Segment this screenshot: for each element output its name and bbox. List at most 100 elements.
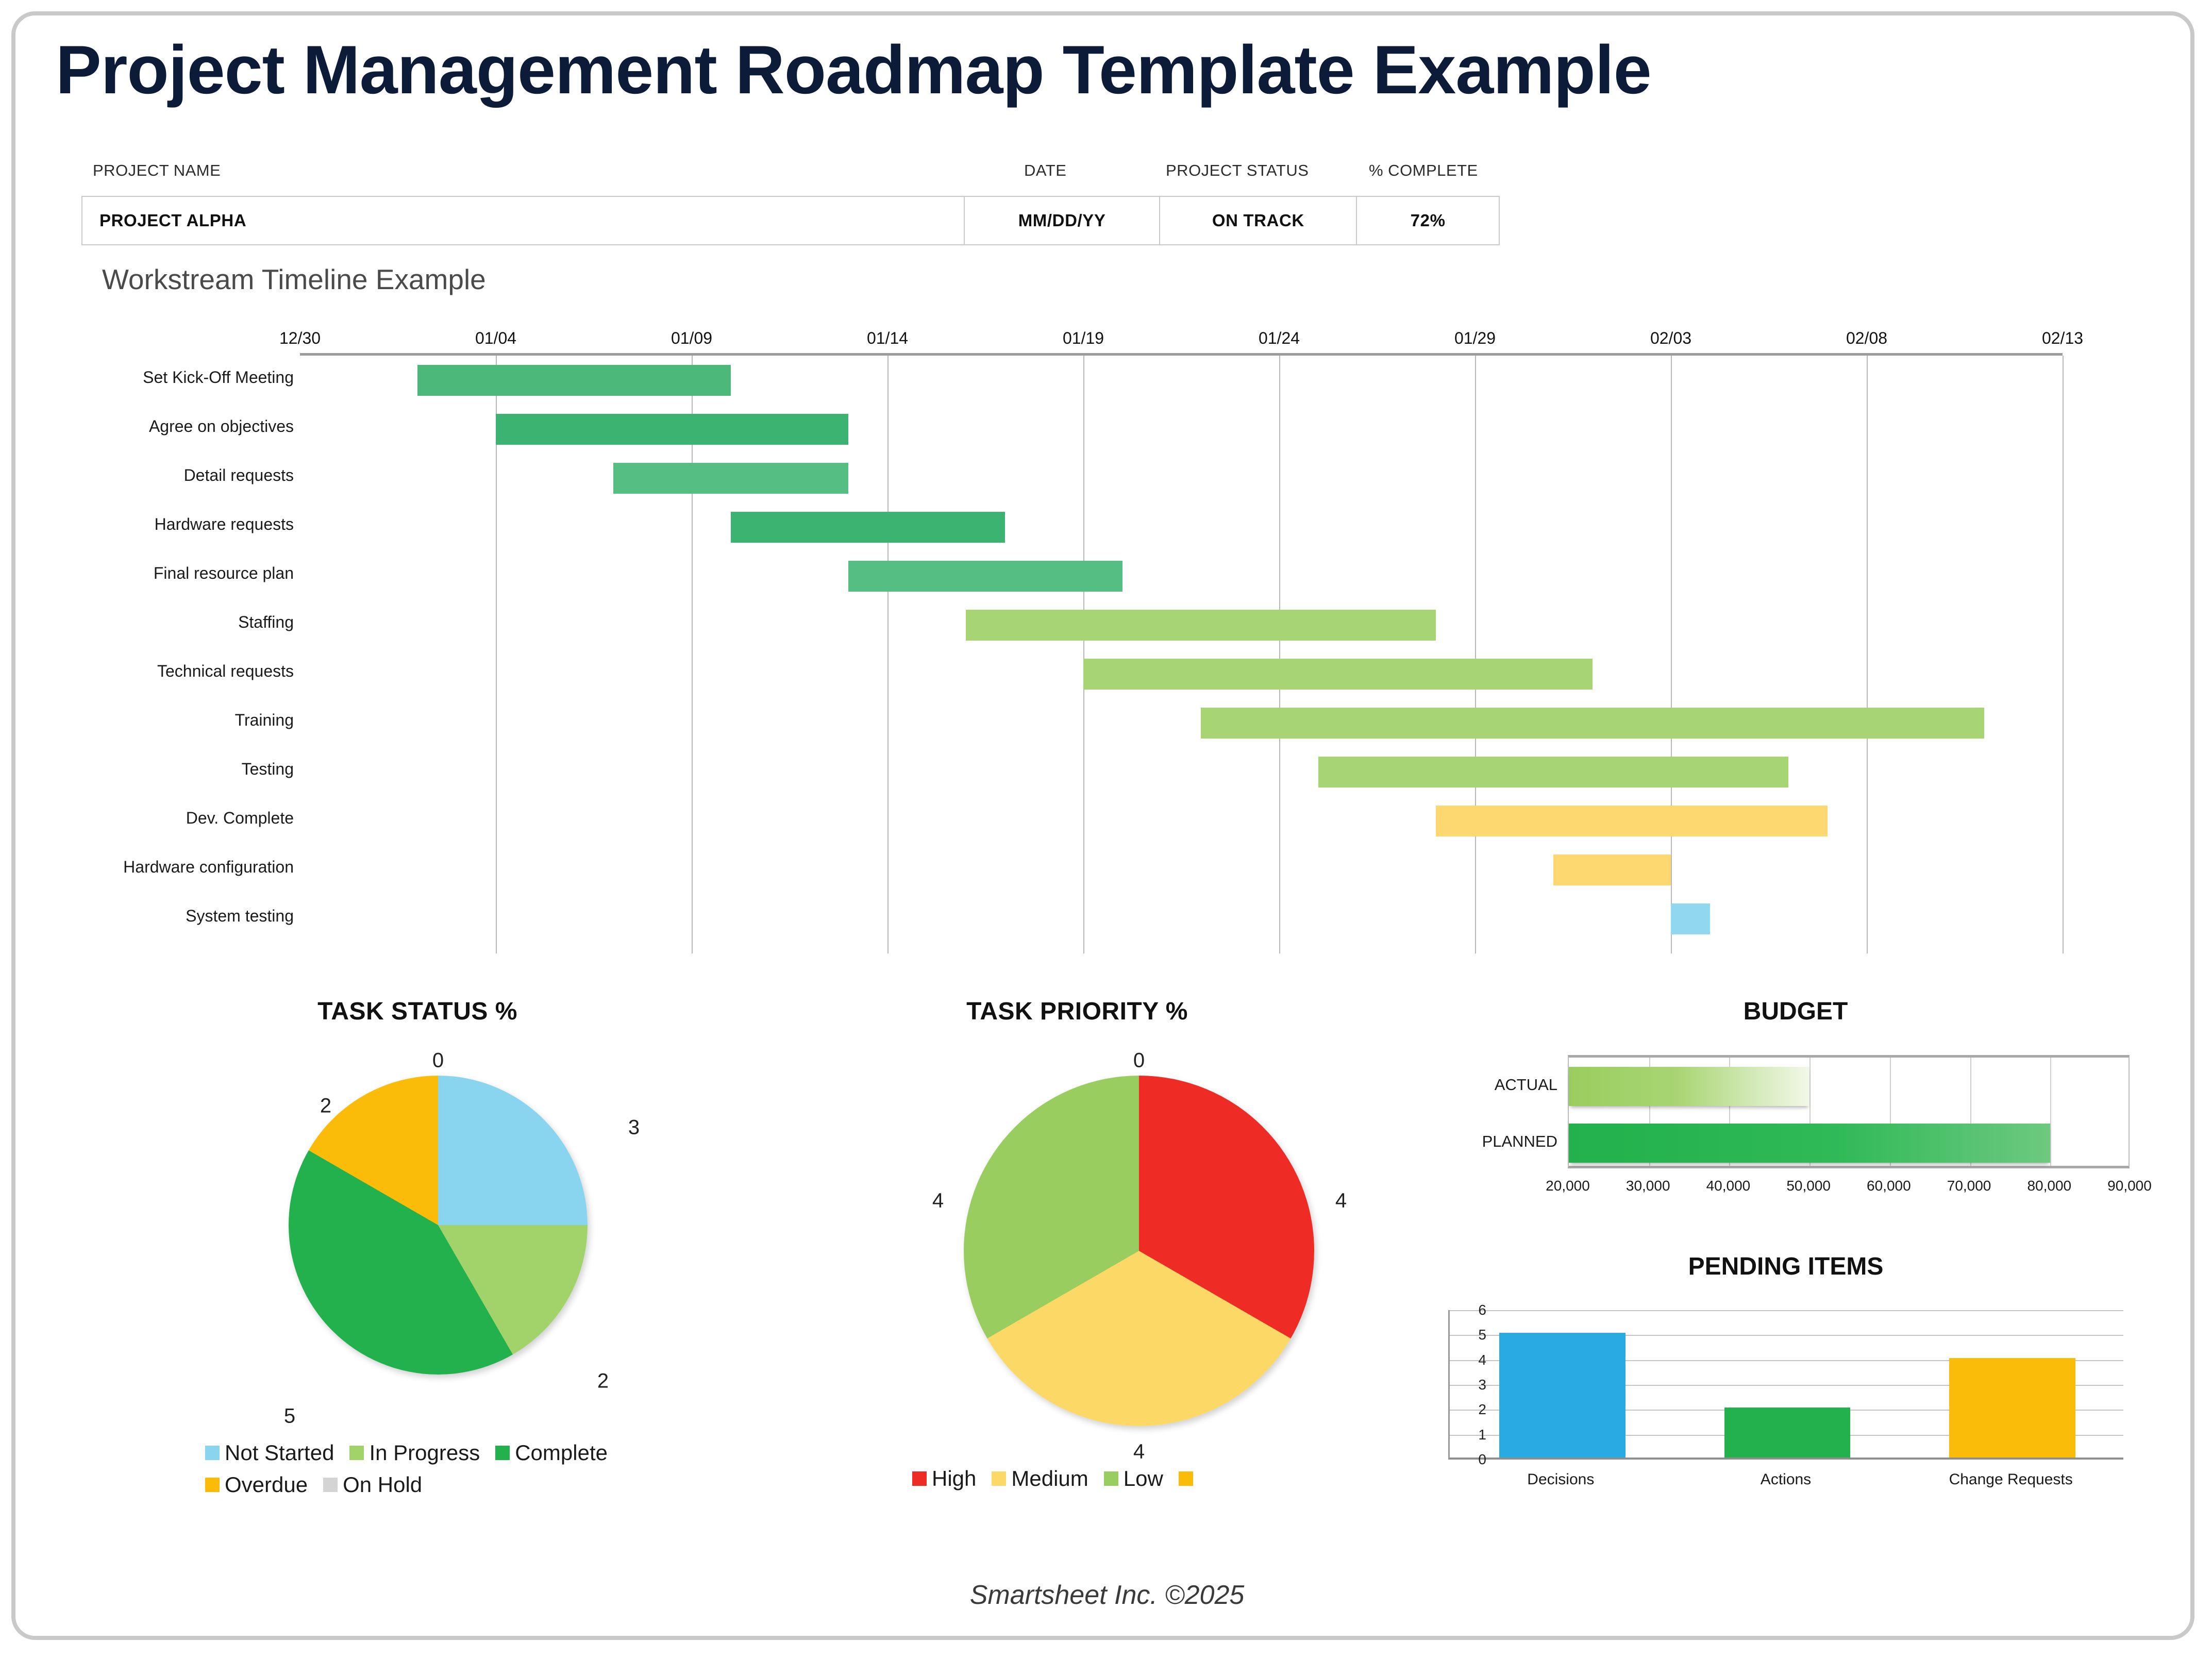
task-status-value-overdue: 2 bbox=[320, 1094, 332, 1117]
gantt-bar[interactable] bbox=[1318, 757, 1788, 788]
pending-items-axis-tick: 2 bbox=[1478, 1401, 1486, 1418]
gantt-axis-tick: 12/30 bbox=[279, 329, 321, 347]
gantt-bar[interactable] bbox=[731, 512, 1005, 543]
pending-items-axis-tick: 1 bbox=[1478, 1426, 1486, 1443]
gantt-gridline bbox=[692, 356, 693, 953]
gantt-task-label: Detail requests bbox=[183, 466, 294, 484]
legend-swatch bbox=[912, 1471, 927, 1486]
gantt-task-label: Dev. Complete bbox=[186, 809, 294, 827]
budget-gridline bbox=[1649, 1058, 1650, 1166]
legend-item[interactable]: Complete bbox=[495, 1441, 608, 1465]
field-date[interactable]: MM/DD/YY bbox=[965, 197, 1161, 244]
task-priority-value-high: 4 bbox=[1335, 1189, 1347, 1212]
task-priority-value-low: 4 bbox=[932, 1189, 944, 1212]
legend-swatch bbox=[205, 1478, 220, 1492]
legend-swatch bbox=[992, 1471, 1007, 1486]
legend-label: On Hold bbox=[343, 1472, 423, 1497]
legend-item[interactable]: High bbox=[912, 1466, 976, 1491]
legend-swatch bbox=[349, 1446, 364, 1460]
pending-items-gridline bbox=[1450, 1385, 2123, 1386]
gantt-axis-tick: 01/09 bbox=[671, 329, 713, 347]
budget-axis-tick: 90,000 bbox=[2107, 1178, 2152, 1194]
gantt-task-label: Technical requests bbox=[157, 662, 294, 680]
gantt-row bbox=[300, 405, 2063, 454]
gantt-axis-tick: 01/19 bbox=[1062, 329, 1104, 347]
pending-items-gridline bbox=[1450, 1335, 2123, 1336]
gantt-bar[interactable] bbox=[966, 610, 1436, 641]
pending-items-bar[interactable] bbox=[1949, 1358, 2075, 1458]
budget-axis-tick: 70,000 bbox=[1947, 1178, 1991, 1194]
gantt-bar[interactable] bbox=[1201, 708, 1984, 739]
pending-items-axis-tick: 5 bbox=[1478, 1327, 1486, 1343]
gantt-axis-tick: 01/04 bbox=[475, 329, 517, 347]
gantt-row bbox=[300, 454, 2063, 503]
field-project-name[interactable]: PROJECT ALPHA bbox=[82, 197, 965, 244]
legend-swatch bbox=[495, 1446, 510, 1460]
legend-label: High bbox=[932, 1466, 977, 1490]
pending-items-bar[interactable] bbox=[1724, 1408, 1851, 1458]
gantt-gridline bbox=[1867, 356, 1868, 953]
task-priority-pie[interactable] bbox=[964, 1076, 1314, 1426]
gantt-row bbox=[300, 503, 2063, 551]
pending-items-category-label: Decisions bbox=[1527, 1471, 1595, 1488]
gantt-task-label: Staffing bbox=[238, 613, 294, 631]
budget-gridline bbox=[1889, 1058, 1891, 1166]
legend-label: Medium bbox=[1011, 1466, 1088, 1490]
pending-items-category-label: Change Requests bbox=[1949, 1471, 2073, 1488]
budget-bar[interactable] bbox=[1569, 1124, 2051, 1163]
pending-items-axis-tick: 3 bbox=[1478, 1377, 1486, 1393]
gantt-gridline bbox=[1475, 356, 1476, 953]
gantt-task-label: Final resource plan bbox=[153, 564, 294, 582]
gantt-task-label: Set Kick-Off Meeting bbox=[143, 368, 294, 387]
field-percent-complete[interactable]: 72% bbox=[1357, 197, 1499, 244]
gantt-bar[interactable] bbox=[1553, 855, 1671, 885]
legend-item[interactable]: Medium bbox=[992, 1466, 1088, 1491]
pending-items-title: PENDING ITEMS bbox=[1688, 1253, 1884, 1280]
legend-item[interactable] bbox=[1178, 1466, 1198, 1491]
legend-label: Not Started bbox=[225, 1441, 334, 1465]
pending-items-axis-tick: 6 bbox=[1478, 1302, 1486, 1318]
legend-item[interactable]: Not Started bbox=[205, 1441, 334, 1465]
gantt-bar[interactable] bbox=[1671, 903, 1710, 934]
budget-gridline bbox=[1970, 1058, 1971, 1166]
gantt-task-label: Hardware configuration bbox=[123, 858, 294, 876]
gantt-row bbox=[300, 551, 2063, 600]
footer-copyright: Smartsheet Inc. ©2025 bbox=[969, 1580, 1245, 1610]
legend-item[interactable]: Low bbox=[1103, 1466, 1163, 1491]
gantt-bar[interactable] bbox=[417, 365, 731, 396]
task-status-pie[interactable] bbox=[289, 1076, 588, 1375]
value-project-name: PROJECT ALPHA bbox=[99, 211, 247, 230]
gantt-task-label: System testing bbox=[186, 907, 294, 925]
gantt-row bbox=[300, 356, 2063, 405]
gantt-bar[interactable] bbox=[1436, 806, 1828, 836]
field-project-status[interactable]: ON TRACK bbox=[1160, 197, 1358, 244]
legend-swatch bbox=[1178, 1471, 1193, 1486]
gantt-bar[interactable] bbox=[496, 414, 848, 445]
legend-item[interactable]: Overdue bbox=[205, 1472, 308, 1497]
legend-swatch bbox=[205, 1446, 220, 1460]
gantt-bar[interactable] bbox=[613, 463, 848, 494]
budget-bar[interactable] bbox=[1569, 1067, 1810, 1106]
budget-axis-tick: 50,000 bbox=[1786, 1178, 1831, 1194]
gantt-task-label: Training bbox=[234, 711, 294, 729]
value-percent-complete: 72% bbox=[1410, 211, 1446, 230]
legend-label: Overdue bbox=[225, 1472, 308, 1497]
pending-items-axis-tick: 0 bbox=[1478, 1451, 1486, 1467]
dashboard-page: Project Management Roadmap Template Exam… bbox=[11, 11, 2194, 1640]
pending-items-bar[interactable] bbox=[1499, 1333, 1626, 1458]
gantt-bar[interactable] bbox=[1083, 659, 1593, 690]
legend-item[interactable]: In Progress bbox=[349, 1441, 480, 1465]
legend-item[interactable]: On Hold bbox=[323, 1472, 422, 1497]
budget-gridline bbox=[1729, 1058, 1731, 1166]
budget-gridline bbox=[1809, 1058, 1811, 1166]
legend-label: Low bbox=[1123, 1466, 1163, 1490]
gantt-bar[interactable] bbox=[848, 561, 1122, 592]
gantt-axis-tick: 02/03 bbox=[1650, 329, 1692, 347]
